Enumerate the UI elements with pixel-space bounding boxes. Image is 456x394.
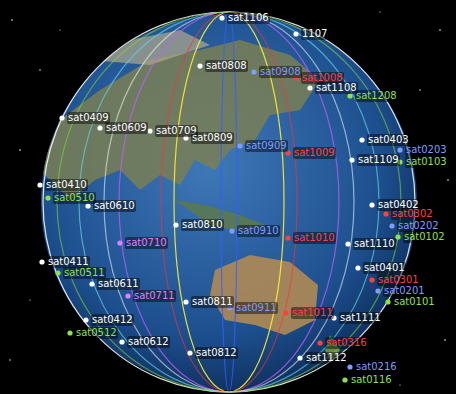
satellite-label: sat0809 bbox=[191, 132, 234, 144]
satellite-label: sat0103 bbox=[405, 156, 448, 168]
satellite-label: sat1106 bbox=[227, 12, 270, 24]
satellite-dot bbox=[342, 377, 347, 382]
satellite-label: sat1109 bbox=[357, 154, 400, 166]
satellite-dot bbox=[385, 299, 390, 304]
satellite-label: sat0911 bbox=[235, 302, 278, 314]
satellite-dot bbox=[119, 339, 124, 344]
satellite-dot bbox=[317, 340, 322, 345]
satellite-label: sat0316 bbox=[325, 337, 368, 349]
satellite-label: sat0711 bbox=[133, 290, 176, 302]
satellite-dot bbox=[183, 299, 188, 304]
satellite-dot bbox=[229, 228, 234, 233]
satellite-label: sat1111 bbox=[339, 312, 382, 324]
satellite-dot bbox=[251, 69, 256, 74]
satellite-label: sat0409 bbox=[67, 112, 110, 124]
satellite-dot bbox=[389, 223, 394, 228]
satellite-dot bbox=[83, 317, 88, 322]
satellite-label: sat1110 bbox=[353, 238, 396, 250]
satellite-label: sat0811 bbox=[191, 296, 234, 308]
satellite-dot bbox=[67, 330, 72, 335]
satellite-label: sat0102 bbox=[403, 231, 446, 243]
satellite-dot bbox=[355, 265, 360, 270]
satellite-dot bbox=[383, 211, 388, 216]
satellite-dot bbox=[45, 195, 50, 200]
satellite-dot bbox=[347, 93, 352, 98]
satellite-label: sat1010 bbox=[293, 232, 336, 244]
satellite-label: sat0609 bbox=[105, 122, 148, 134]
satellite-label: sat0302 bbox=[391, 208, 434, 220]
satellite-dot bbox=[59, 115, 64, 120]
satellite-label: sat0611 bbox=[97, 278, 140, 290]
satellite-dot bbox=[345, 241, 350, 246]
satellite-dot bbox=[395, 234, 400, 239]
satellite-label: sat0812 bbox=[195, 347, 238, 359]
satellite-label: sat0808 bbox=[205, 60, 248, 72]
satellite-dot bbox=[125, 293, 130, 298]
satellite-dot bbox=[285, 235, 290, 240]
satellite-label: sat0116 bbox=[350, 374, 393, 386]
satellite-dot bbox=[349, 157, 354, 162]
satellite-label: sat0612 bbox=[127, 336, 170, 348]
satellite-label: sat1208 bbox=[355, 90, 398, 102]
satellite-dot bbox=[97, 125, 102, 130]
satellite-dot bbox=[369, 202, 374, 207]
satellite-dot bbox=[369, 277, 374, 282]
satellite-dot bbox=[37, 182, 42, 187]
satellite-dot bbox=[89, 281, 94, 286]
satellite-label: sat0410 bbox=[45, 179, 88, 191]
satellite-dot bbox=[297, 355, 302, 360]
satellite-label: sat0610 bbox=[93, 200, 136, 212]
satellite-dot bbox=[375, 288, 380, 293]
satellite-dot bbox=[237, 143, 242, 148]
satellite-dot bbox=[187, 350, 192, 355]
satellite-dot bbox=[173, 222, 178, 227]
satellite-dot bbox=[197, 63, 202, 68]
satellite-dot bbox=[147, 128, 152, 133]
satellite-dot bbox=[39, 259, 44, 264]
satellite-label: sat0908 bbox=[259, 66, 302, 78]
satellite-label: sat0810 bbox=[181, 219, 224, 231]
satellite-label: 1107 bbox=[301, 28, 328, 40]
satellite-dot bbox=[293, 31, 298, 36]
satellite-label: sat0512 bbox=[75, 327, 118, 339]
satellite-dot bbox=[359, 137, 364, 142]
satellite-label: sat1112 bbox=[305, 352, 348, 364]
satellite-label: sat0101 bbox=[393, 296, 436, 308]
satellite-dot bbox=[55, 270, 60, 275]
satellite-dot bbox=[347, 364, 352, 369]
satellite-label: sat1108 bbox=[315, 82, 358, 94]
satellite-label: sat0510 bbox=[53, 192, 96, 204]
satellite-label: sat1011 bbox=[291, 307, 334, 319]
satellite-dot bbox=[283, 310, 288, 315]
satellite-label: sat0710 bbox=[125, 237, 168, 249]
satellite-dot bbox=[219, 15, 224, 20]
satellite-label: sat0909 bbox=[245, 140, 288, 152]
satellite-label: sat0401 bbox=[363, 262, 406, 274]
satellite-dot bbox=[117, 240, 122, 245]
satellite-label: sat0910 bbox=[237, 225, 280, 237]
satellite-dot bbox=[307, 85, 312, 90]
satellite-dot bbox=[397, 147, 402, 152]
satellite-label: sat0216 bbox=[355, 361, 398, 373]
satellite-label: sat0403 bbox=[367, 134, 410, 146]
satellite-label: sat1009 bbox=[293, 147, 336, 159]
satellite-dot bbox=[85, 203, 90, 208]
satellite-label: sat0412 bbox=[91, 314, 134, 326]
satellite-label: sat0203 bbox=[405, 144, 448, 156]
